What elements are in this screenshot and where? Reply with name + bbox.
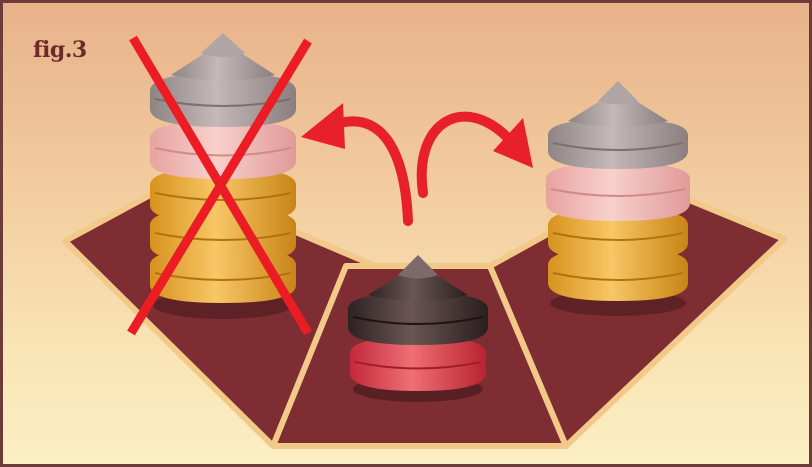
figure-label: fig.3: [33, 37, 87, 63]
stack-left-piece-grey: [150, 33, 296, 127]
stack-left-piece-pink: [150, 121, 296, 179]
move-arrow-left: [301, 103, 408, 221]
stack-center-piece-red: [350, 337, 486, 391]
move-arrow-right: [422, 117, 533, 193]
stack-right-piece-grey: [548, 81, 688, 169]
stack-right: [546, 81, 690, 316]
stack-right-piece-pink: [546, 163, 690, 221]
game-board-scene: [3, 3, 812, 467]
